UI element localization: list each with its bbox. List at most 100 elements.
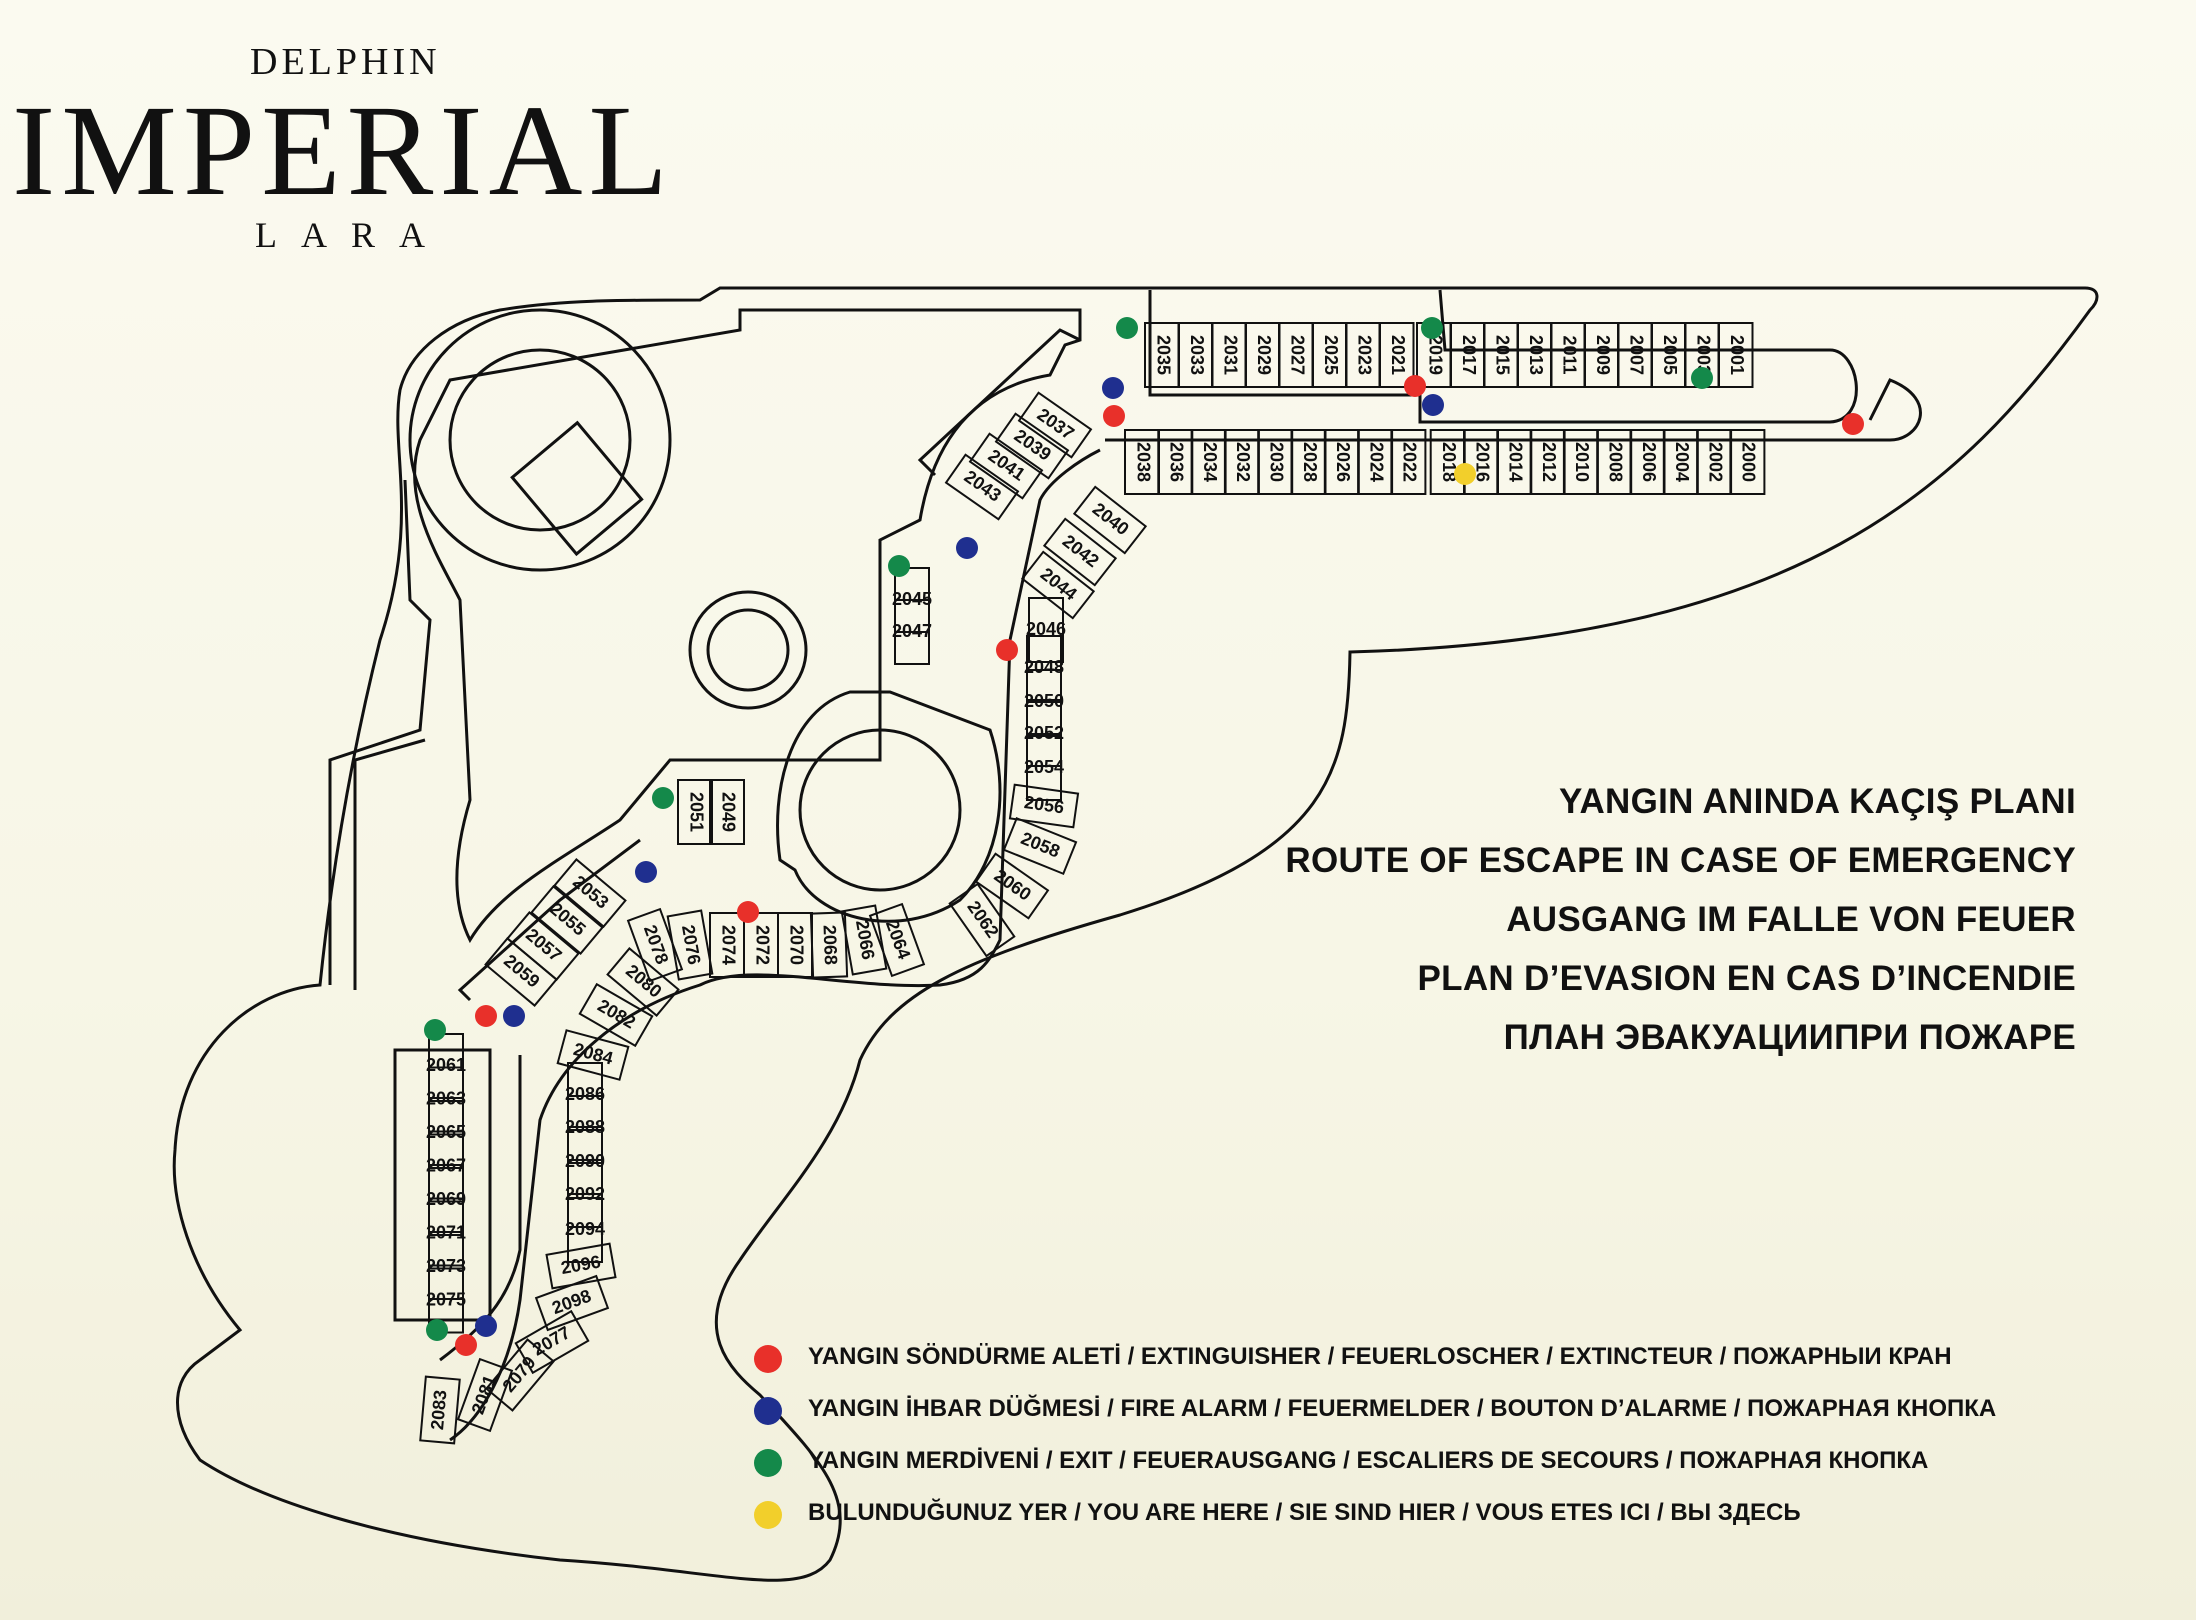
title-de: AUSGANG IM FALLE VON FEUER (1506, 900, 2076, 939)
left-wing-inner (439, 1055, 522, 1362)
fire-alarm-marker (1422, 394, 1444, 416)
room-number: 2065 (426, 1122, 466, 1142)
room-number: 2066 (852, 918, 879, 961)
room-number: 2008 (1605, 442, 1625, 482)
logo-brand-top: DELPHIN (250, 41, 441, 83)
room-number: 2012 (1539, 442, 1559, 482)
fire-alarm-marker (475, 1315, 497, 1337)
room-cell (428, 1100, 464, 1166)
room-cell (709, 912, 745, 978)
room-number: 2006 (1639, 442, 1659, 482)
room-number: 2028 (1300, 442, 1320, 482)
room-cell (419, 1375, 461, 1445)
room-number: 2049 (718, 792, 738, 832)
room-number: 2054 (1024, 757, 1064, 777)
room-number: 2050 (1024, 691, 1064, 711)
room-cell (553, 857, 627, 929)
central-round (776, 690, 1002, 923)
room-number: 2094 (565, 1219, 605, 1239)
room-number: 2038 (1133, 442, 1153, 482)
room-number: 2070 (786, 925, 806, 965)
legend-label: YANGIN İHBAR DÜĞMESİ / FIRE ALARM / FEUE… (808, 1395, 1997, 1422)
pool-large (408, 308, 672, 572)
room-number: 2021 (1388, 335, 1408, 375)
room-cell (1026, 735, 1062, 801)
room-cell (1042, 517, 1118, 587)
legend: YANGIN SÖNDÜRME ALETİ / EXTINGUISHER / F… (750, 1335, 2170, 1543)
title-en: ROUTE OF ESCAPE IN CASE OF EMERGENCY (1285, 841, 2076, 880)
hotel-logo: DELPHIN IMPERIAL LARA (0, 30, 700, 270)
room-number: 2060 (991, 865, 1035, 904)
room-cell (1729, 429, 1766, 495)
corridor-top-south (449, 448, 1101, 1442)
room-number: 2059 (500, 951, 544, 992)
room-number: 2083 (427, 1389, 450, 1431)
room-number: 2016 (1472, 442, 1492, 482)
room-cell (567, 1095, 603, 1161)
legend-item-fire-alarm: YANGIN İHBAR DÜĞMESİ / FIRE ALARM / FEUE… (750, 1387, 2170, 1439)
logo-brand-bottom: LARA (255, 215, 449, 255)
room-cell (868, 902, 926, 978)
room-cell (545, 1242, 617, 1290)
extinguisher-marker (1842, 413, 1864, 435)
room-number: 2004 (1672, 442, 1692, 482)
room-cell (626, 907, 684, 983)
room-number: 2019 (1425, 335, 1445, 375)
room-number: 2076 (678, 923, 705, 966)
room-cell (1390, 429, 1427, 495)
room-cell (578, 982, 654, 1048)
room-number: 2033 (1187, 335, 1207, 375)
room-cell (428, 1167, 464, 1233)
room-number: 2013 (1526, 335, 1546, 375)
left-wall-2 (353, 738, 426, 990)
room-number: 2026 (1333, 442, 1353, 482)
room-number: 2086 (565, 1084, 605, 1104)
room-cell (1378, 322, 1415, 388)
room-cell (556, 1029, 630, 1081)
extinguisher-marker (455, 1334, 477, 1356)
room-number: 2040 (1089, 499, 1133, 539)
room-number: 2045 (892, 589, 932, 609)
fire-alarm-dot-icon (754, 1397, 782, 1425)
legend-item-extinguisher: YANGIN SÖNDÜRME ALETİ / EXTINGUISHER / F… (750, 1335, 2170, 1387)
extinguisher-marker (996, 639, 1018, 661)
room-number: 2068 (820, 925, 841, 966)
room-number: 2048 (1024, 657, 1064, 677)
pool-small (688, 590, 808, 710)
room-number: 2011 (1559, 335, 1579, 374)
legend-label: BULUNDUĞUNUZ YER / YOU ARE HERE / SIE SI… (808, 1499, 1801, 1526)
room-cell (567, 1162, 603, 1228)
room-number: 2027 (1287, 335, 1307, 375)
room-number: 2046 (1026, 619, 1066, 639)
room-number: 2062 (963, 897, 1002, 941)
room-number: 2000 (1739, 442, 1759, 482)
room-number: 2010 (1572, 442, 1592, 482)
central-round-inner (798, 728, 962, 892)
room-number: 2075 (426, 1289, 466, 1309)
exit-dot-icon (754, 1449, 782, 1477)
extinguisher-marker (737, 901, 759, 923)
corridor-inner (1105, 378, 1922, 442)
room-cell (428, 1234, 464, 1300)
room-number: 2074 (718, 925, 738, 965)
room-number: 2072 (752, 925, 772, 965)
room-cell (1717, 322, 1754, 388)
room-number: 2055 (546, 899, 590, 940)
room-number: 2032 (1233, 442, 1253, 482)
room-number: 2031 (1220, 335, 1240, 375)
title-tr: YANGIN ANINDA KAÇIŞ PLANI (1559, 782, 2076, 821)
room-number: 2090 (565, 1151, 605, 1171)
room-number: 2002 (1705, 442, 1725, 482)
exit-marker (652, 787, 674, 809)
room-number: 2069 (426, 1189, 466, 1209)
room-number: 2073 (426, 1256, 466, 1276)
room-cell (428, 1133, 464, 1200)
fire-alarm-marker (956, 537, 978, 559)
room-cell (948, 882, 1016, 958)
room-number: 2025 (1321, 335, 1341, 375)
room-cell (840, 904, 888, 976)
room-number: 2023 (1354, 335, 1374, 375)
room-number: 2014 (1506, 442, 1526, 482)
logo-brand-main: IMPERIAL (12, 79, 674, 223)
